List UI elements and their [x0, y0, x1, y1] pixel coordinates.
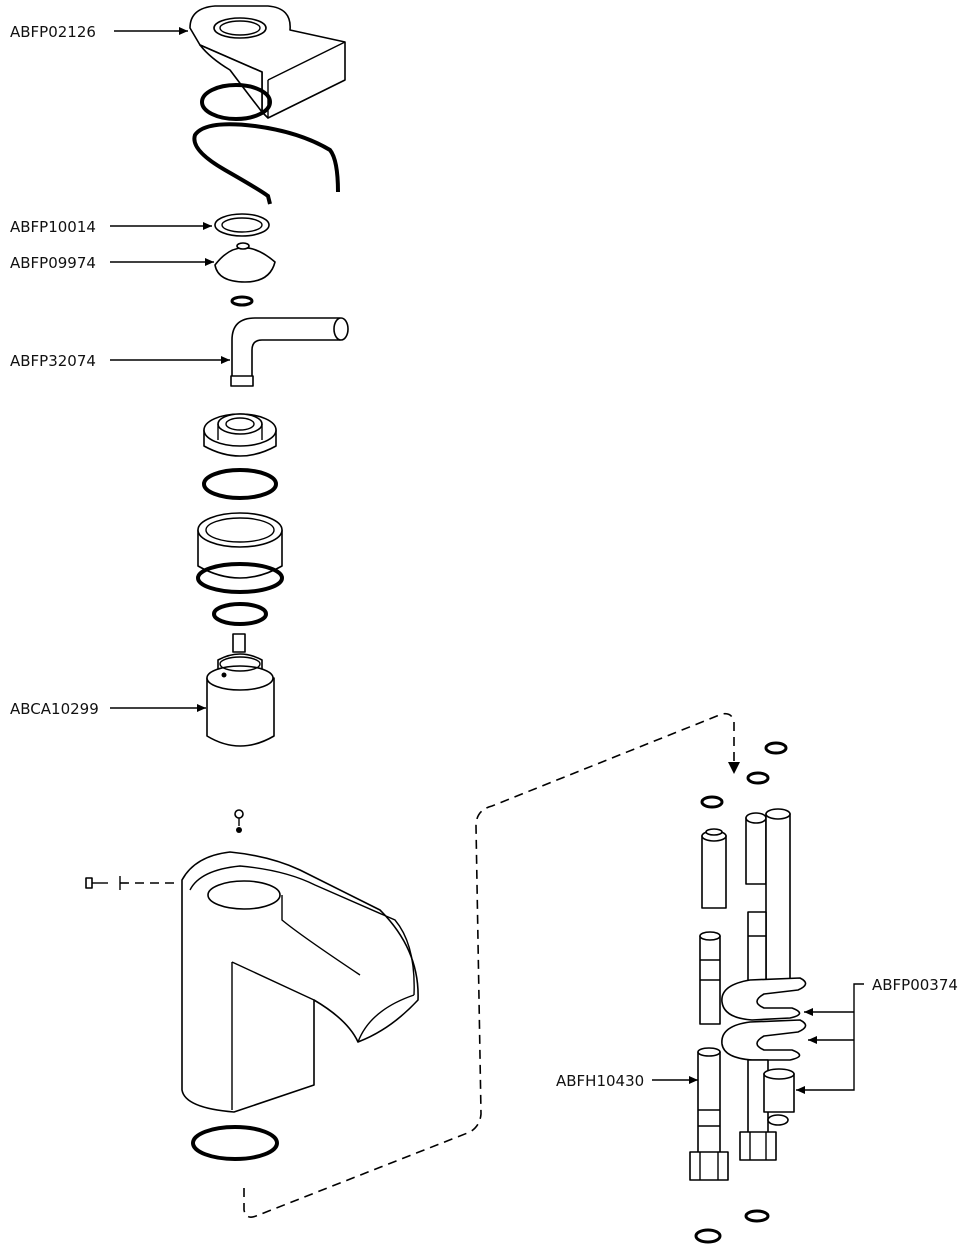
callout-label-ABFP00374: ABFP00374 — [872, 976, 958, 994]
connection-dash — [243, 712, 735, 1218]
spout-body — [181, 851, 419, 1113]
o-ring-large — [200, 83, 272, 121]
dome-cap — [214, 242, 276, 283]
side-screw — [85, 876, 178, 890]
wire-spring — [192, 122, 340, 205]
grub-screw — [234, 809, 244, 861]
cartridge — [206, 633, 275, 747]
base-o-ring — [191, 1125, 279, 1161]
o-ring-4 — [212, 602, 268, 626]
o-ring-2 — [202, 468, 278, 500]
lever-handle — [189, 5, 346, 119]
o-ring-3 — [196, 562, 284, 594]
callout-label-ABFP10014: ABFP10014 — [10, 218, 96, 236]
callout-label-ABFH10430: ABFH10430 — [556, 1072, 644, 1090]
cartridge-head — [203, 413, 277, 457]
small-o-ring — [230, 295, 254, 307]
callout-label-ABFP09974: ABFP09974 — [10, 254, 96, 272]
callout-label-ABCA10299: ABCA10299 — [10, 700, 99, 718]
hose-assembly — [689, 741, 807, 1244]
callout-label-ABFP32074: ABFP32074 — [10, 352, 96, 370]
lever-arm — [230, 317, 349, 387]
callout-label-ABFP02126: ABFP02126 — [10, 23, 96, 41]
leader-lines — [110, 27, 864, 1094]
